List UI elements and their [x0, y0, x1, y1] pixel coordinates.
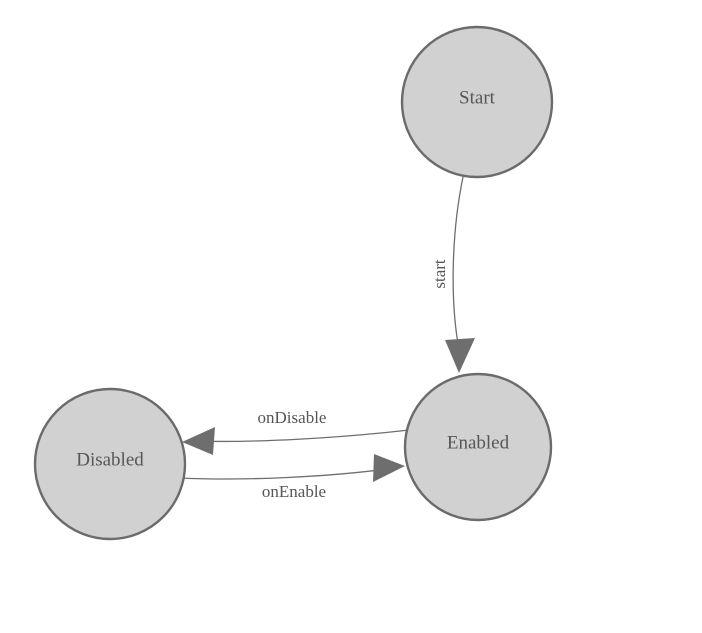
edge-disabled-to-enabled-arrowhead: [373, 454, 405, 482]
edge-disabled-to-enabled-label: onEnable: [262, 482, 326, 501]
node-disabled-label: Disabled: [76, 449, 144, 470]
node-enabled-circle: [403, 372, 553, 522]
edge-disabled-to-enabled-path: [179, 467, 396, 480]
edge-start-to-enabled[interactable]: start: [430, 176, 475, 373]
node-start-label: Start: [459, 87, 496, 108]
node-disabled[interactable]: Disabled: [33, 387, 187, 541]
node-enabled-label: Enabled: [447, 432, 510, 453]
edge-disabled-to-enabled[interactable]: onEnable: [179, 454, 405, 501]
edge-start-to-enabled-arrowhead: [445, 338, 475, 373]
edge-enabled-to-disabled-path: [191, 429, 410, 443]
edge-start-to-enabled-label: start: [430, 259, 449, 289]
edge-start-to-enabled-path: [452, 176, 464, 345]
node-disabled-circle: [33, 387, 187, 541]
edge-enabled-to-disabled-label: onDisable: [258, 408, 327, 427]
node-start-circle: [400, 25, 554, 179]
edge-enabled-to-disabled[interactable]: onDisable: [182, 408, 410, 455]
node-start[interactable]: Start: [400, 25, 554, 179]
node-enabled[interactable]: Enabled: [403, 372, 553, 522]
edge-enabled-to-disabled-arrowhead: [182, 427, 215, 455]
